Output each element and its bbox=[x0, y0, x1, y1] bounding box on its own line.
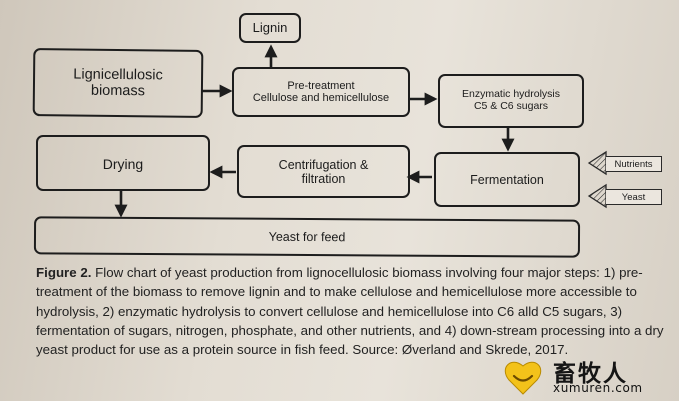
hydrolysis-node: Enzymatic hydrolysis C5 & C6 sugars bbox=[438, 74, 584, 128]
centrifugation-node: Centrifugation & filtration bbox=[237, 145, 410, 198]
hydrolysis-label-line1: Enzymatic hydrolysis bbox=[461, 88, 561, 101]
fermentation-label: Fermentation bbox=[470, 172, 544, 187]
drying-node: Drying bbox=[36, 135, 210, 191]
yeast-label-box: Yeast bbox=[606, 189, 662, 205]
nutrients-label-box: Nutrients bbox=[606, 156, 662, 172]
lignin-node: Lignin bbox=[239, 13, 301, 43]
pretreatment-label-line1: Pre-treatment bbox=[287, 79, 355, 92]
figure-caption-text: Flow chart of yeast production from lign… bbox=[36, 265, 664, 358]
figure-caption: Figure 2. Flow chart of yeast production… bbox=[36, 263, 676, 359]
yeast-label: Yeast bbox=[621, 191, 646, 203]
centrifugation-label-line2: filtration bbox=[301, 171, 346, 186]
drying-label: Drying bbox=[102, 156, 144, 172]
nutrients-label: Nutrients bbox=[614, 158, 653, 170]
watermark-logo: 畜牧人 xumuren.com bbox=[497, 354, 673, 398]
watermark-site: xumuren.com bbox=[553, 381, 643, 395]
watermark-emblem-icon bbox=[504, 361, 542, 395]
fermentation-node: Fermentation bbox=[434, 152, 580, 207]
pretreatment-label-line2: Cellulose and hemicellulose bbox=[252, 92, 390, 104]
lignin-label: Lignin bbox=[252, 19, 288, 35]
watermark-brand: 畜牧人 bbox=[553, 360, 628, 387]
pretreatment-node: Pre-treatment Cellulose and hemicellulos… bbox=[232, 67, 410, 117]
centrifugation-label-line1: Centrifugation & bbox=[278, 157, 369, 172]
figure-label: Figure 2. bbox=[36, 265, 92, 280]
hydrolysis-label-line2: C5 & C6 sugars bbox=[473, 100, 549, 112]
